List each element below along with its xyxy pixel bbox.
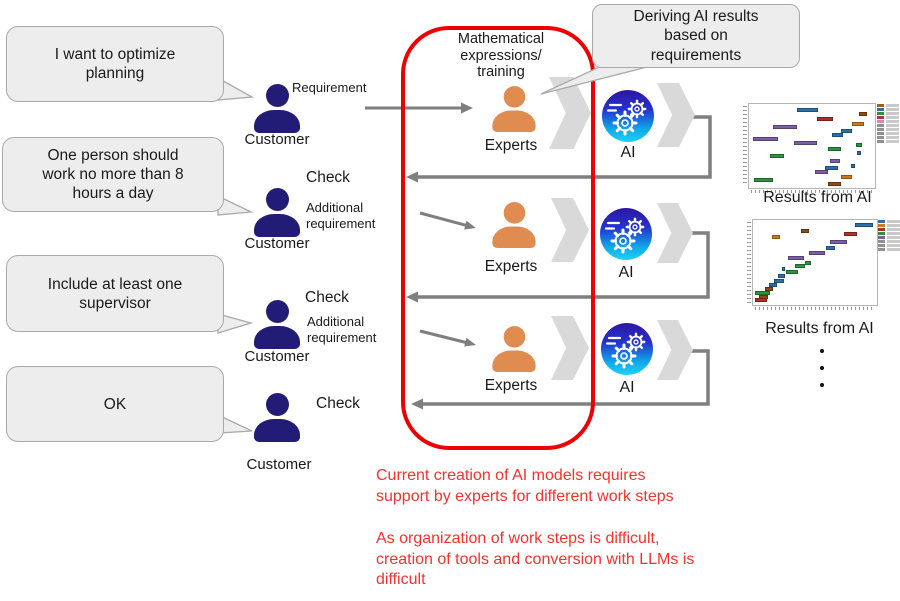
deriving-bubble: Deriving AI results based on requirement… <box>592 4 800 68</box>
expert-icon <box>492 86 536 133</box>
ai-label: AI <box>620 144 636 161</box>
chart-legend <box>877 104 899 143</box>
results-label: Results from AI <box>763 189 872 206</box>
y-axis-ticks <box>747 222 751 303</box>
chevron-arrow-icon <box>657 320 693 380</box>
y-axis-ticks <box>743 106 747 186</box>
mathematical-expressions-label: Mathematical expressions/ training <box>457 31 545 80</box>
gantt-chart-2 <box>747 219 878 310</box>
customer-icon <box>254 188 300 237</box>
customer-label: Customer <box>244 348 310 365</box>
check-label: Check <box>316 395 360 412</box>
customer-bubble-2: One person should work no more than 8 ho… <box>2 137 224 212</box>
customer-bubble-4: OK <box>6 366 224 442</box>
expert-icon <box>492 202 536 249</box>
note-current-creation: Current creation of AI models requires s… <box>376 467 674 505</box>
additional-requirement-label: Additional requirement <box>306 200 376 231</box>
customer-bubble-1: I want to optimize planning <box>6 26 224 102</box>
expert-icon <box>492 326 536 373</box>
experts-label: Experts <box>484 377 538 394</box>
experts-label: Experts <box>484 258 538 275</box>
ellipsis-dot <box>820 349 824 353</box>
requirement-label: Requirement <box>292 80 367 95</box>
ai-gears-icon <box>600 208 652 260</box>
customer-label: Customer <box>244 235 310 252</box>
x-axis-ticks <box>751 190 873 193</box>
customer-icon <box>254 393 300 442</box>
customer-bubble-3: Include at least one supervisor <box>6 255 224 332</box>
ai-label: AI <box>618 264 634 281</box>
experts-label: Experts <box>484 137 538 154</box>
check-label: Check <box>305 289 349 306</box>
note-organization-difficult: As organization of work steps is difficu… <box>376 530 695 588</box>
customer-icon <box>254 300 300 349</box>
ellipsis-dot <box>820 366 824 370</box>
customer-label: Customer <box>244 131 310 148</box>
x-axis-ticks <box>755 307 875 310</box>
ai-gears-icon <box>601 323 653 375</box>
check-label: Check <box>306 169 350 186</box>
chevron-arrow-icon <box>657 203 693 263</box>
chevron-arrow-icon <box>657 83 695 147</box>
chart-legend <box>878 220 900 251</box>
results-label: Results from AI <box>765 320 874 337</box>
ellipsis-dot <box>820 383 824 387</box>
ai-label: AI <box>619 379 635 396</box>
ai-gears-icon <box>602 90 654 142</box>
gantt-chart-1 <box>743 103 876 193</box>
additional-requirement-label: Additional requirement <box>307 314 377 345</box>
customer-icon <box>254 84 300 133</box>
customer-label: Customer <box>246 456 312 473</box>
